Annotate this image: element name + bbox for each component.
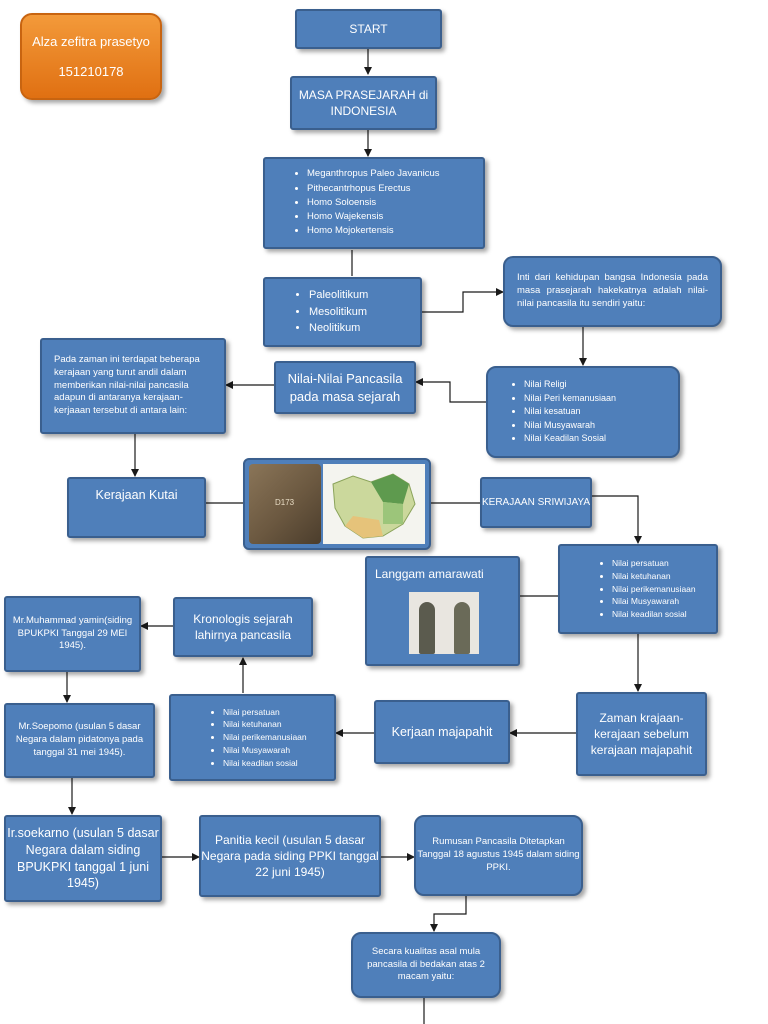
panitia-kecil-node: Panitia kecil (usulan 5 dasar Negara pad… [199,815,381,897]
statue-image [409,592,479,655]
nilai-node-3: Nilai persatuan Nilai ketuhanan Nilai pe… [169,694,336,781]
list-item: Pithecantrhopus Erectus [307,182,440,196]
zaman-kerajaan-node: Zaman krajaan-kerajaan sebelum kerajaan … [576,692,707,776]
list-item: Nilai keadilan sosial [223,757,307,770]
list-item: Mesolitikum [309,304,368,321]
list-item: Nilai ketuhanan [612,570,696,583]
periods-list: Paleolitikum Mesolitikum Neolitikum [287,287,368,337]
pada-zaman-text: Pada zaman ini terdapat beberapa kerajaa… [54,353,200,417]
list-item: Nilai ketuhanan [223,718,307,731]
soepomo-label: Mr.Soepomo (usulan 5 dasar Negara dalam … [15,721,144,758]
kualitas-label: Secara kualitas asal mula pancasila di b… [367,945,485,983]
author-badge: Alza zefitra prasetyo 151210178 [20,13,162,100]
nilai-node-2: Nilai persatuan Nilai ketuhanan Nilai pe… [558,544,718,634]
list-item: Homo Wajekensis [307,210,440,224]
arrow-periods-inti [422,288,504,313]
majapahit-label: Kerjaan majapahit [391,724,493,739]
list-item: Homo Soloensis [307,196,440,210]
statue-figure [418,602,435,655]
author-nim: 151210178 [58,63,124,79]
kualitas-node: Secara kualitas asal mula pancasila di b… [351,932,501,998]
rumusan-label: Rumusan Pancasila Ditetapkan Tanggal 18 … [417,836,580,873]
list-item: Nilai keadilan sosial [612,608,696,621]
list-item: Nilai persatuan [612,557,696,570]
soekarno-label: Ir.soekarno (usulan 5 dasar Negara dalam… [7,825,159,891]
list-item: Neolitikum [309,320,368,337]
list-item: Nilai Musyawarah [524,419,616,433]
masa-label: MASA PRASEJARAH di INDONESIA [298,87,429,118]
pada-zaman-node: Pada zaman ini terdapat beberapa kerajaa… [40,338,226,434]
kerajaan-majapahit-node: Kerjaan majapahit [374,700,510,764]
statue-figure [453,602,470,655]
list-item: Nilai Peri kemanusiaan [524,392,616,406]
list-item: Nilai kesatuan [524,405,616,419]
nilai-pancasila-label: Nilai-Nilai Pancasila pada masa sejarah [287,370,403,404]
zaman-kerajaan-label: Zaman krajaan-kerajaan sebelum kerajaan … [590,710,693,758]
kronologis-node: Kronologis sejarah lahirnya pancasila [173,597,313,657]
kerajaan-kutai-node: Kerajaan Kutai [67,477,206,538]
kronologis-label: Kronologis sejarah lahirnya pancasila [193,611,293,642]
arrow-nilai-pancasila [415,378,486,403]
nilai2-list: Nilai persatuan Nilai ketuhanan Nilai pe… [590,557,696,621]
author-name: Alza zefitra prasetyo [32,33,150,49]
list-item: Paleolitikum [309,287,368,304]
nilai-pancasila-node: Nilai-Nilai Pancasila pada masa sejarah [274,361,416,414]
species-node: Meganthropus Paleo Javanicus Pithecantrh… [263,157,485,249]
kutai-image-panel: D173 [243,458,431,550]
list-item: Nilai persatuan [223,706,307,719]
sumatra-map-image [323,464,425,544]
list-item: Nilai perikemanusiaan [223,731,307,744]
sriwijaya-label: KERAJAAN SRIWIJAYA [482,496,590,508]
kutai-label: Kerajaan Kutai [95,488,178,502]
list-item: Homo Mojokertensis [307,224,440,238]
list-item: Nilai Religi [524,378,616,392]
list-item: Nilai perikemanusiaan [612,583,696,596]
species-list: Meganthropus Paleo Javanicus Pithecantrh… [285,167,440,238]
yamin-label: Mr.Muhammad yamin(siding BPUKPKI Tanggal… [12,614,133,652]
langgam-label: Langgam amarawati [375,567,484,581]
langgam-amarawati-node: Langgam amarawati [365,556,520,666]
stone-inscription-text: D173 [275,498,295,507]
soekarno-node: Ir.soekarno (usulan 5 dasar Negara dalam… [4,815,162,902]
list-item: Nilai Keadilan Sosial [524,432,616,446]
kerajaan-sriwijaya-node: KERAJAAN SRIWIJAYA [480,477,592,528]
inti-text: Inti dari kehidupan bangsa Indonesia pad… [517,272,708,309]
periods-node: Paleolitikum Mesolitikum Neolitikum [263,277,422,347]
start-label: START [349,21,388,36]
stone-inscription-image: D173 [249,464,321,544]
inti-node: Inti dari kehidupan bangsa Indonesia pad… [503,256,722,327]
soepomo-node: Mr.Soepomo (usulan 5 dasar Negara dalam … [4,703,155,778]
yamin-node: Mr.Muhammad yamin(siding BPUKPKI Tanggal… [4,596,141,672]
arrow-rumusan-kualitas [430,896,467,932]
list-item: Nilai Musyawarah [612,595,696,608]
list-item: Nilai Musyawarah [223,744,307,757]
panitia-label: Panitia kecil (usulan 5 dasar Negara pad… [201,832,379,880]
masa-prasejarah-node: MASA PRASEJARAH di INDONESIA [290,76,437,130]
nilai-node-1: Nilai Religi Nilai Peri kemanusiaan Nila… [486,366,680,458]
rumusan-node: Rumusan Pancasila Ditetapkan Tanggal 18 … [414,815,583,896]
start-node: START [295,9,442,49]
arrow-sriwijaya-nilai2 [592,495,642,544]
list-item: Meganthropus Paleo Javanicus [307,167,440,181]
nilai3-list: Nilai persatuan Nilai ketuhanan Nilai pe… [201,706,307,770]
nilai1-list: Nilai Religi Nilai Peri kemanusiaan Nila… [502,378,616,446]
